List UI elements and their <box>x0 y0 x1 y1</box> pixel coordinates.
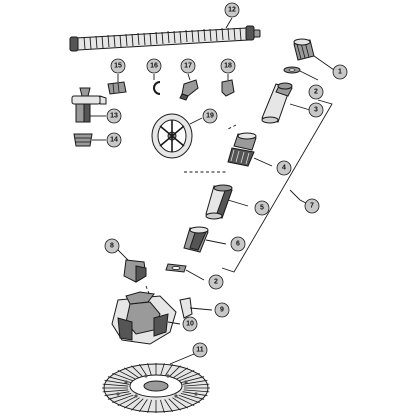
svg-text:6: 6 <box>236 241 240 248</box>
disc-fin-line <box>183 389 210 393</box>
svg-text:18: 18 <box>224 63 232 70</box>
lower-tube-part <box>205 184 249 220</box>
callout-16: 16 <box>146 58 162 74</box>
svg-text:16: 16 <box>150 63 158 70</box>
angled-connector-part <box>221 74 235 97</box>
svg-text:4: 4 <box>282 165 286 172</box>
disc-fin-line <box>175 369 195 380</box>
callout-14: 14 <box>106 132 122 148</box>
tab-part <box>179 297 213 319</box>
callout-11: 11 <box>192 342 208 358</box>
callout-18: 18 <box>220 58 236 74</box>
svg-text:11: 11 <box>196 347 204 354</box>
disc-fin-line <box>182 379 208 385</box>
callout-19: 19 <box>202 108 218 124</box>
disc-fin-line <box>107 393 132 400</box>
washer-upper-part <box>283 66 319 81</box>
disc-fin-line <box>175 396 195 407</box>
svg-text:8: 8 <box>110 243 114 250</box>
svg-text:2: 2 <box>214 279 218 286</box>
svg-text:9: 9 <box>220 307 224 314</box>
disc-fin-line <box>117 369 137 380</box>
callout-4: 4 <box>276 160 292 176</box>
callout-3: 3 <box>308 102 324 118</box>
callout-5: 5 <box>254 200 270 216</box>
callout-10: 10 <box>182 316 198 332</box>
svg-text:10: 10 <box>186 321 194 328</box>
disc-fin-line <box>102 389 129 393</box>
callout-13: 13 <box>106 108 122 124</box>
callout-9: 9 <box>214 302 230 318</box>
disc-fin-line <box>112 394 134 404</box>
disc-fin-line <box>168 365 181 378</box>
svg-text:7: 7 <box>310 203 314 210</box>
callout-15: 15 <box>110 58 126 74</box>
callout-2-upper: 2 <box>308 84 324 100</box>
callout-17: 17 <box>180 58 196 74</box>
svg-text:5: 5 <box>260 205 264 212</box>
svg-text:19: 19 <box>206 113 214 120</box>
disc-fin-line <box>138 399 148 413</box>
disc-fin-line <box>168 398 181 411</box>
float-valve-part <box>71 87 107 123</box>
assembly-bracket <box>184 99 333 273</box>
cleaner-body-part <box>111 285 181 345</box>
disc-fin-line <box>104 379 130 385</box>
svg-text:13: 13 <box>110 113 118 120</box>
disc-fin-line <box>164 399 174 413</box>
disc-fin-line <box>102 383 129 387</box>
deflector-wheel-part <box>151 113 203 159</box>
callout-1: 1 <box>332 64 348 80</box>
c-clip-part <box>153 74 161 95</box>
swivel-part <box>183 226 227 253</box>
disc-fin-line <box>172 367 188 379</box>
disc-fin-line <box>124 367 140 379</box>
small-bushing-part <box>107 74 127 95</box>
hose-part <box>69 17 261 52</box>
disc-fin-line <box>124 397 140 409</box>
callout-7: 7 <box>304 198 320 214</box>
disc-fin-line <box>164 363 174 377</box>
svg-text:2: 2 <box>314 89 318 96</box>
disc-fin-line <box>147 363 152 377</box>
svg-text:17: 17 <box>184 63 192 70</box>
disc-fin-line <box>178 372 200 382</box>
disc-fin-line <box>131 365 144 378</box>
svg-text:1: 1 <box>338 69 342 76</box>
disc-fin-line <box>183 383 210 387</box>
disc-fin-line <box>112 372 134 382</box>
disc-fin-line <box>160 399 165 413</box>
disc-fin-line <box>147 399 152 413</box>
top-cap-part <box>293 38 335 71</box>
upper-tube-part <box>261 82 311 124</box>
elbow-fitting-part <box>179 73 199 101</box>
coupling-part <box>227 132 273 167</box>
svg-text:3: 3 <box>314 107 318 114</box>
svg-text:15: 15 <box>114 63 122 70</box>
skirt-disc-part <box>102 353 210 413</box>
disc-fin-line <box>160 363 165 377</box>
svg-text:12: 12 <box>228 7 236 14</box>
callout-6: 6 <box>230 236 246 252</box>
disc-fin-line <box>117 396 137 407</box>
washer-lower-part <box>165 263 205 281</box>
knob-part <box>117 249 147 283</box>
callout-8: 8 <box>104 238 120 254</box>
disc-fin-line <box>180 393 205 400</box>
svg-text:14: 14 <box>110 137 118 144</box>
disc-fin-line <box>178 394 200 404</box>
callout-12: 12 <box>224 2 240 18</box>
spring-part <box>73 133 106 147</box>
disc-fin-line <box>131 398 144 411</box>
callout-2-lower: 2 <box>208 274 224 290</box>
disc-fin-line <box>172 397 188 409</box>
